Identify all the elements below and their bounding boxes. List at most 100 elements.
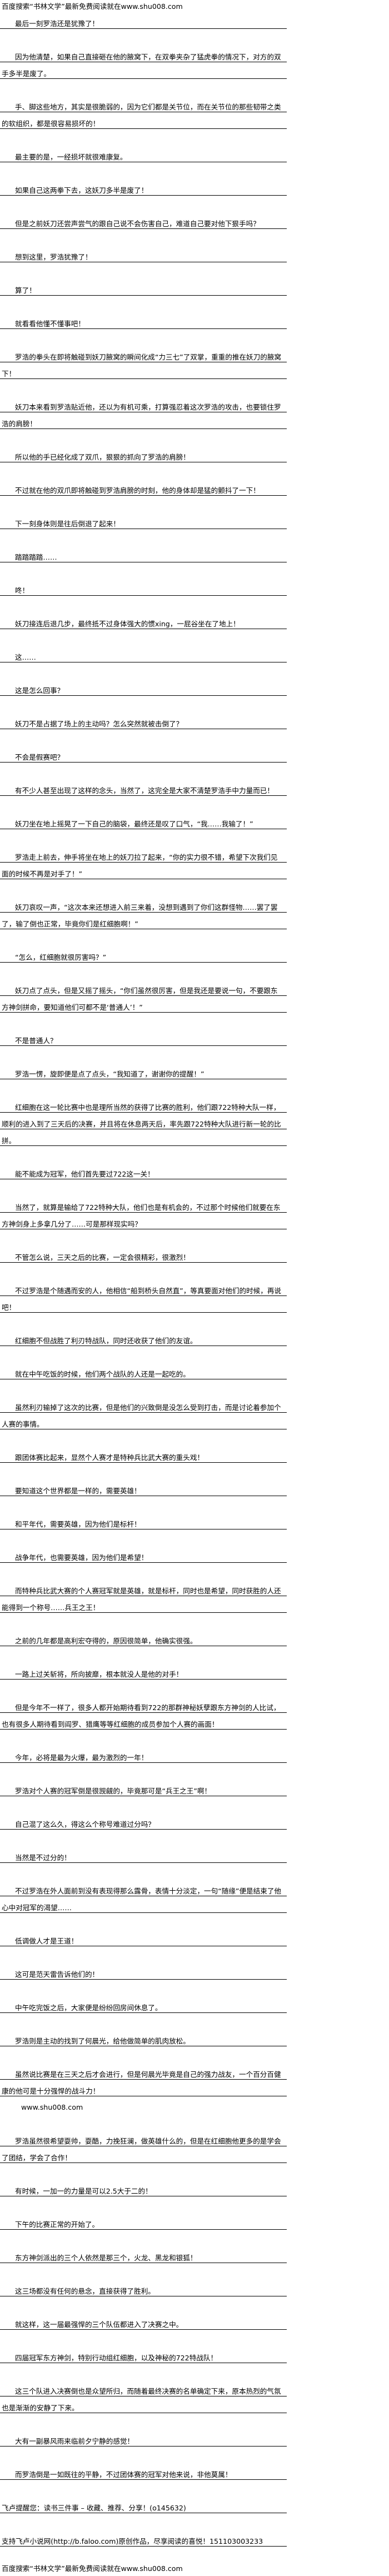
- story-paragraph: 自己混了这么久，得这么个称号难道过分吗？: [0, 1813, 287, 1830]
- paragraph-text: 不过罗浩是个随遇而安的人，他相信“船到桥头自然直”，等真要面对他们的时候，再说吧…: [2, 1287, 282, 1312]
- story-paragraph: 这……: [0, 646, 287, 662]
- paragraph-text: 之前的几年都是高利宏夺得的，原因很简单，他确实很强。: [15, 1637, 197, 1645]
- story-paragraph: 罗浩走上前去，伸手将坐在地上的妖刀拉了起来，“你的实力很不错，希望下次我们见面的…: [0, 846, 287, 879]
- paragraph-text: 自己混了这么久，得这么个称号难道过分吗？: [15, 1820, 155, 1828]
- paragraph-text: 这三场都没有任何的悬念，直接获得了胜利。: [15, 2287, 155, 2295]
- paragraph-text: 大有一副暴风雨来临前夕宁静的感觉！: [15, 2437, 134, 2445]
- story-paragraph: 不管怎么说，三天之后的比赛，一定会很精彩，很激烈！: [0, 1246, 287, 1263]
- paragraph-text: 当然是不过分的！: [15, 1853, 71, 1862]
- story-paragraph: 踏踏踏踏……: [0, 546, 287, 562]
- paragraph-text: 妖刀接连后退几步，最终抵不过身体强大的惯xing，一屁谷坐在了地上！: [15, 620, 240, 628]
- paragraph-text: 妖刀点了点头，但是又摇了摇头，“你们虽然很厉害，但是我还是要说一句，不要跟东方神…: [2, 986, 278, 1012]
- paragraph-text: 就这样，这一届最强悍的三个队伍都进入了决赛之中。: [15, 2320, 183, 2329]
- paragraph-text: 不会是假赛吧？: [15, 753, 64, 761]
- paragraph-text: 踏踏踏踏……: [15, 553, 57, 561]
- story-paragraph: 下午的比赛正常的开始了。: [0, 2213, 287, 2230]
- story-paragraph: 能不能成为冠军，他们首先要过722这一关！: [0, 1163, 287, 1179]
- story-paragraph: 虽然利刃输掉了这次的比赛，但是他们的兴致倒是没怎么受到打击，而是讨论着参加个人赛…: [0, 1396, 287, 1429]
- paragraph-text: 罗浩虽然很希望耍帅，耍酷，力挽狂澜，做英雄什么的，但是在红细胞他更多的是学会了团…: [2, 2137, 281, 2162]
- footer-reminder: 飞卢提醒您：读书三件事 – 收藏、推荐、分享！(o145632): [0, 2497, 287, 2513]
- paragraph-text: 不管怎么说，三天之后的比赛，一定会很精彩，很激烈！: [15, 1253, 190, 1262]
- story-paragraph: 但是之前妖刀还尝声尝气的跟自己说不会伤害自己，难道自己要对他下狠手吗？: [0, 212, 287, 229]
- story-paragraph: 就在中午吃饭的时候，他们两个战队的人还是一起吃的。: [0, 1363, 287, 1379]
- paragraph-text: “怎么，红细胞就很厉害吗？”: [15, 953, 107, 961]
- story-paragraph: 如果自己这两拳下去，这妖刀多半是废了！: [0, 179, 287, 196]
- story-paragraph: 和平年代，需要英雄，因为他们是标杆！: [0, 1513, 287, 1529]
- paragraph-text: 因为他清楚，如果自己直接砸在他的腋窝下，在双拳夹杂了猛虎拳的情况下，对方的双手多…: [2, 53, 281, 78]
- paragraph-text: 罗浩一愣，旋即便是点了点头，“我知道了，谢谢你的提醒！”: [15, 1070, 205, 1078]
- story-paragraph: 东方神剑派出的三个人依然是那三个，火龙、黑龙和银狐！: [0, 2246, 287, 2263]
- paragraph-text: 和平年代，需要英雄，因为他们是标杆！: [15, 1520, 141, 1528]
- story-paragraph: 四届冠军东方神剑，特别行动组红细胞，以及神秘的722特战队！: [0, 2346, 287, 2363]
- story-paragraph: 算了！: [0, 279, 287, 296]
- footer-support: 支持飞卢小说网(http://b.faloo.com)原创作品，尽享阅读的喜悦！…: [0, 2530, 287, 2547]
- story-paragraph: 要知道这个世界都是一样的，需要英雄！: [0, 1479, 287, 1496]
- paragraph-text: 妖刀本来看到罗浩贴近他，还以为有机可乘，打算强忍着这次罗浩的攻击，也要锁住罗浩的…: [2, 403, 281, 428]
- top-site-banner: 百度搜索“书林文学”最新免费阅读就在www.shu008.com: [2, 2, 183, 11]
- paragraph-text: 而特种兵比武大赛的个人赛冠军就是英雄，就是标杆，同时也是希望，同时获胜的人还能得…: [2, 1587, 281, 1612]
- story-paragraph: 咚！: [0, 579, 287, 596]
- paragraph-text: 罗浩的拳头在即将触碰到妖刀腋窝的瞬间化成“力三七”了双掌，重重的推在妖刀的腋窝下…: [2, 353, 282, 378]
- paragraph-text: 就看看他懂不懂事吧！: [15, 320, 85, 328]
- paragraph-text: 这是怎么回事？: [15, 686, 64, 695]
- bottom-site-banner: 百度搜索“书林文学”最新免费阅读就在www.shu008.com: [2, 2564, 183, 2573]
- paragraph-text: 有时候，一加一的力量是可以2.5大于二的！: [15, 2187, 152, 2195]
- story-paragraph: 妖刀不是占据了场上的主动吗？怎么突然就被击倒了？: [0, 712, 287, 729]
- story-paragraph: 下一刻身体则是往后倒退了起来！: [0, 512, 287, 529]
- paragraph-text: 下午的比赛正常的开始了。: [15, 2220, 99, 2229]
- story-paragraph: 大有一副暴风雨来临前夕宁静的感觉！: [0, 2430, 287, 2447]
- chapter-content: 最后一刻罗浩还是犹豫了！ 因为他清楚，如果自己直接砸在他的腋窝下，在双拳夹杂了猛虎…: [0, 12, 287, 2547]
- story-paragraph: 妖刀哀叹一声，“这次本来还想进入前三来着，没想到遇到了你们这群怪物……罢了罢了，…: [0, 896, 287, 929]
- paragraph-text: 今年，必将是最为火爆，最为激烈的一年！: [15, 1753, 148, 1762]
- story-paragraph: 不过罗浩是个随遇而安的人，他相信“船到桥头自然直”，等真要面对他们的时候，再说吧…: [0, 1279, 287, 1313]
- story-paragraph: 罗浩一愣，旋即便是点了点头，“我知道了，谢谢你的提醒！”: [0, 1063, 287, 1079]
- paragraph-text: 咚！: [15, 586, 29, 595]
- story-paragraph: 当然是不过分的！: [0, 1846, 287, 1863]
- paragraph-text: 想到这里，罗浩犹豫了！: [15, 253, 92, 261]
- story-paragraph: 不是普通人？: [0, 1029, 287, 1046]
- story-paragraph: 战争年代，也需要英雄，因为他们是希望！: [0, 1546, 287, 1563]
- story-paragraph: 低调做人才是王道！: [0, 1930, 287, 1946]
- paragraph-text: 罗浩走上前去，伸手将坐在地上的妖刀拉了起来，“你的实力很不错，希望下次我们见面的…: [2, 853, 278, 878]
- story-paragraph: 红细胞不但战胜了利刃特战队，同时还收获了他们的友谊。: [0, 1329, 287, 1346]
- story-paragraph: 这是怎么回事？: [0, 679, 287, 696]
- paragraph-text: 就在中午吃饭的时候，他们两个战队的人还是一起吃的。: [15, 1370, 190, 1378]
- paragraph-text: 妖刀坐在地上摇晃了一下自己的脑袋，最终还是叹了口气，“我……我输了！”: [15, 820, 253, 828]
- story-paragraph: 不过罗浩在外人面前到没有表现得那么露骨，表情十分淡定，一句“随缘”便是结束了他心…: [0, 1880, 287, 1913]
- story-paragraph: 罗浩虽然很希望耍帅，耍酷，力挽狂澜，做英雄什么的，但是在红细胞他更多的是学会了团…: [0, 2130, 287, 2163]
- paragraph-text: 四届冠军东方神剑，特别行动组红细胞，以及神秘的722特战队！: [15, 2354, 218, 2362]
- story-paragraph: 当然了，就算是输给了722特种大队，他们也是有机会的，不过那个时候他们就要在东方…: [0, 1196, 287, 1229]
- paragraph-text: 战争年代，也需要英雄，因为他们是希望！: [15, 1553, 148, 1562]
- paragraph-text: 手、脚这些地方，其实是很脆弱的，因为它们都是关节位，而在关节位的那些韧带之类的软…: [2, 103, 281, 128]
- story-paragraph: 不会是假赛吧？: [0, 746, 287, 763]
- footer-reminder-text: 飞卢提醒您：读书三件事 – 收藏、推荐、分享！(o145632): [2, 2504, 186, 2512]
- story-paragraph: 就这样，这一届最强悍的三个队伍都进入了决赛之中。: [0, 2313, 287, 2330]
- story-paragraph: 而罗浩倒是一如既往的平静，不过团体赛的冠军对他来说，非他莫属！: [0, 2463, 287, 2480]
- paragraph-text: 所以他的手已经化成了双爪，狠狠的抓向了罗浩的肩膀！: [15, 453, 190, 461]
- story-paragraph: 所以他的手已经化成了双爪，狠狠的抓向了罗浩的肩膀！: [0, 446, 287, 462]
- story-paragraph: 这三场都没有任何的悬念，直接获得了胜利。: [0, 2280, 287, 2296]
- story-paragraph: 中午吃完饭之后，大家便是纷纷回房间休息了。: [0, 1996, 287, 2013]
- story-paragraph: 罗浩则是主动的找到了何晨光，给他做简单的肌肉放松。: [0, 2030, 287, 2046]
- story-paragraph: 妖刀点了点头，但是又摇了摇头，“你们虽然很厉害，但是我还是要说一句，不要跟东方神…: [0, 979, 287, 1013]
- story-paragraph: 这可是范天雷告诉他们的！: [0, 1963, 287, 1980]
- paragraph-text: 中午吃完饭之后，大家便是纷纷回房间休息了。: [15, 2004, 162, 2012]
- paragraph-text: 但是今年不一样了，很多人都开始期待看到722的那群神秘妖孽跟东方神剑的人比试，也…: [2, 1703, 281, 1728]
- story-paragraph: 最后一刻罗浩还是犹豫了！: [0, 12, 287, 29]
- paragraph-text: 这可是范天雷告诉他们的！: [15, 1970, 99, 1979]
- story-paragraph: 有时候，一加一的力量是可以2.5大于二的！: [0, 2180, 287, 2196]
- paragraph-text: 一路上过关斩将，所向披靡，根本就没人是他的对手！: [15, 1670, 183, 1678]
- paragraph-text: 红细胞在这一轮比赛中也是理所当然的获得了比赛的胜利，他们跟722特种大队一样，顺…: [2, 1103, 281, 1145]
- paragraph-text: 罗浩对个人赛的冠军倒是很觊觎的，毕竟那可是“兵王之王”啊！: [15, 1787, 212, 1795]
- story-paragraph: 妖刀坐在地上摇晃了一下自己的脑袋，最终还是叹了口气，“我……我输了！”: [0, 813, 287, 829]
- footer-support-text: 支持飞卢小说网(http://b.faloo.com)原创作品，尽享阅读的喜悦！…: [2, 2537, 263, 2545]
- paragraph-text: 不过就在他的双爪即将触碰到罗浩肩膀的时刻，他的身体却是猛的颤抖了一下！: [15, 486, 260, 495]
- story-paragraph: 罗浩的拳头在即将触碰到妖刀腋窝的瞬间化成“力三七”了双掌，重重的推在妖刀的腋窝下…: [0, 346, 287, 379]
- paragraph-text: 最主要的是，一经损坏就很难康复。: [15, 153, 127, 161]
- story-paragraph: 最主要的是，一经损坏就很难康复。: [0, 146, 287, 162]
- story-paragraph: 今年，必将是最为火爆，最为激烈的一年！: [0, 1746, 287, 1763]
- story-paragraph: 不过就在他的双爪即将触碰到罗浩肩膀的时刻，他的身体却是猛的颤抖了一下！: [0, 479, 287, 496]
- story-paragraph: 因为他清楚，如果自己直接砸在他的腋窝下，在双拳夹杂了猛虎拳的情况下，对方的双手多…: [0, 46, 287, 79]
- watermark-text: www.shu008.com: [21, 2103, 83, 2111]
- paragraph-text: 算了！: [15, 286, 36, 295]
